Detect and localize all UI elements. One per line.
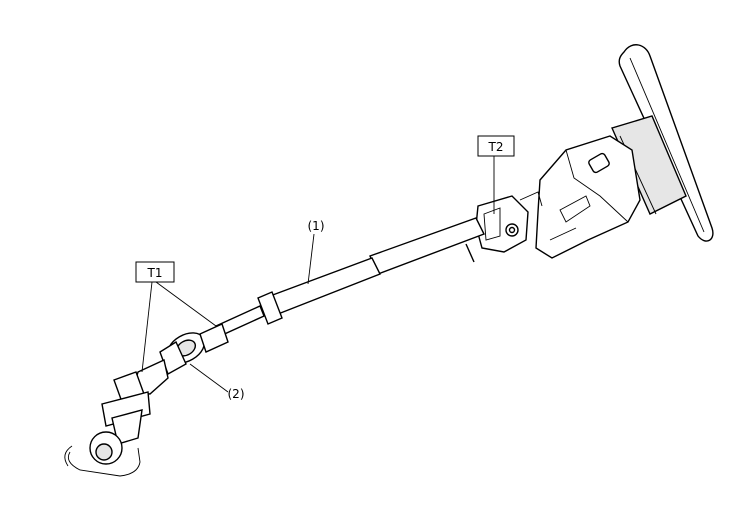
label-part-2: (2) (228, 387, 245, 401)
label-t1: T1 (147, 266, 163, 280)
column-shaft (215, 217, 485, 337)
steering-wheel (618, 44, 714, 242)
lower-shaft (64, 359, 169, 477)
label-part-1: (1) (308, 219, 325, 233)
callout-t1: T1 (135, 261, 175, 283)
label-t2: T2 (488, 140, 504, 154)
leader-lines (141, 156, 495, 393)
callout-t2: T2 (477, 135, 515, 157)
column-housing (535, 135, 641, 259)
tilt-bracket (465, 191, 543, 263)
